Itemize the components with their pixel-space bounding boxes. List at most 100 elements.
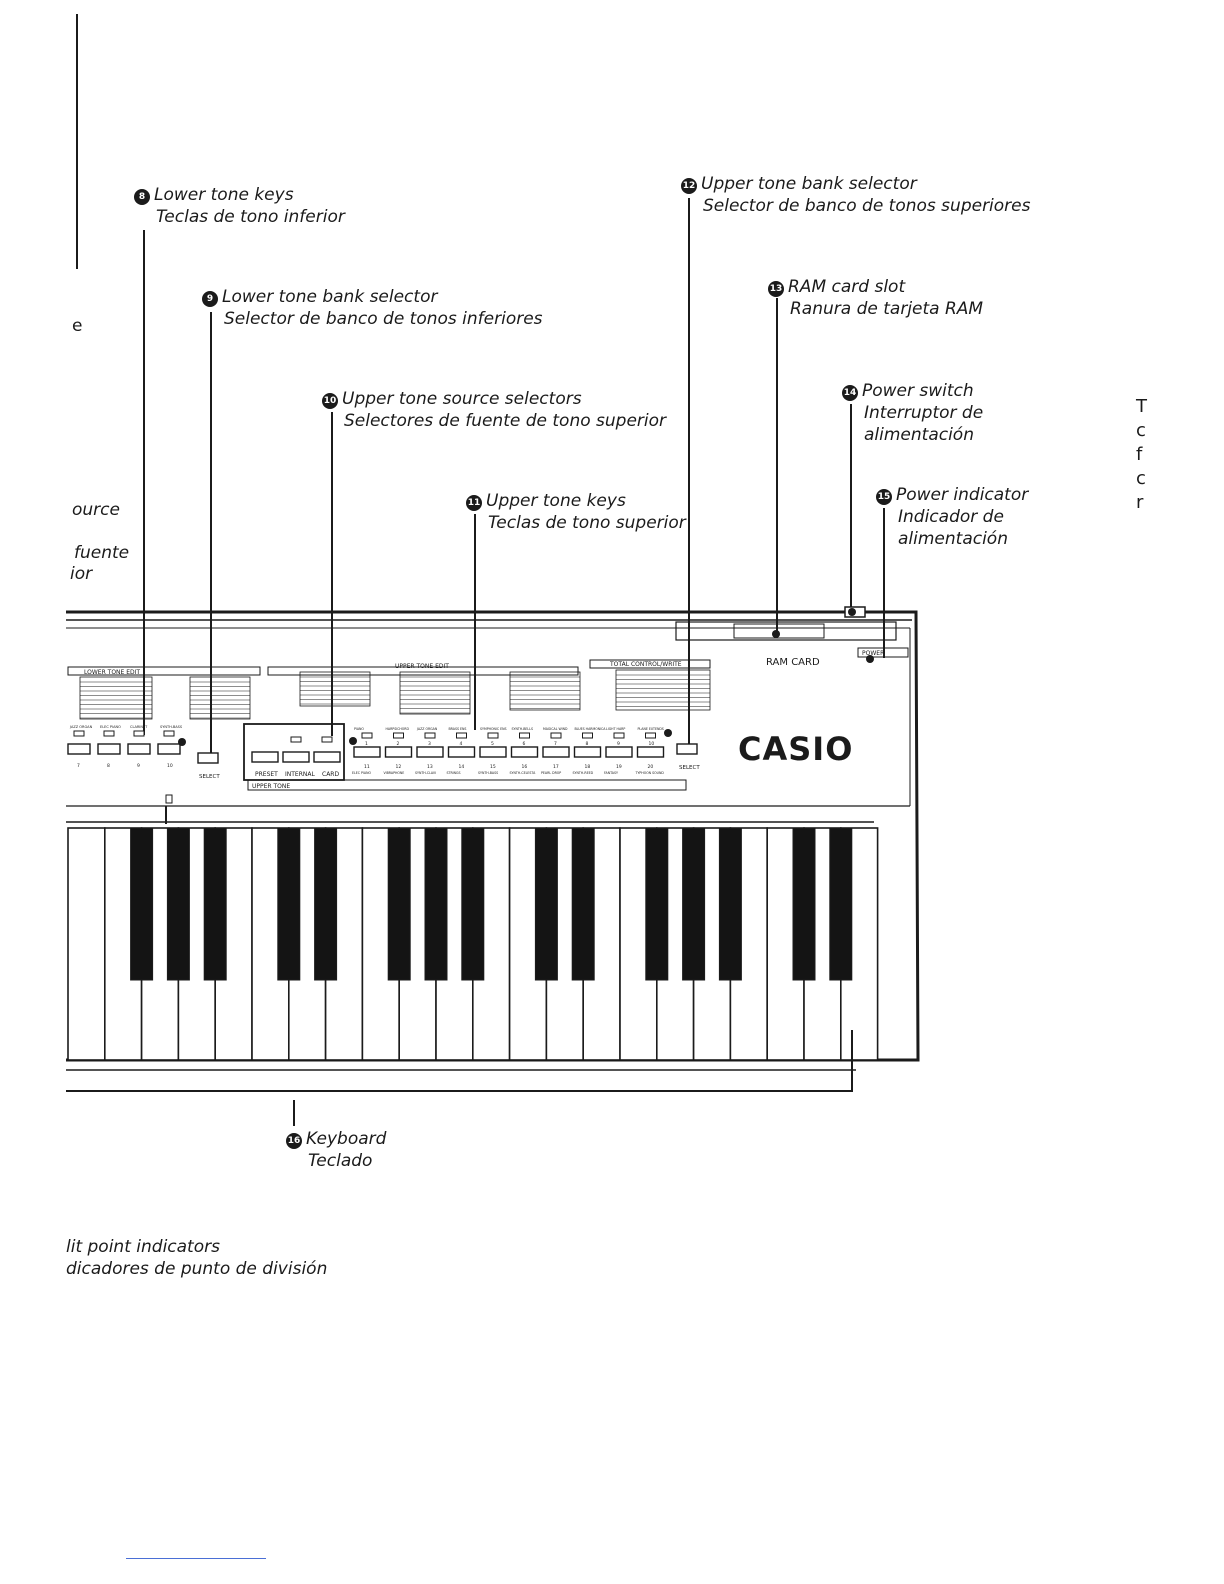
upper-tone-button[interactable] [510, 746, 539, 758]
white-key[interactable] [398, 827, 437, 1061]
black-key[interactable] [203, 827, 227, 981]
preset-button[interactable] [251, 751, 279, 763]
white-key[interactable] [361, 827, 400, 1061]
upper-tone-number: 14 [459, 764, 465, 770]
white-key[interactable] [729, 827, 769, 1061]
keyboard-keys [67, 827, 879, 1061]
black-key[interactable] [534, 827, 558, 981]
left-fragment-ior: ior [70, 564, 93, 584]
white-key[interactable] [545, 827, 585, 1061]
upper-tone-button[interactable] [416, 746, 444, 758]
preset-label: PRESET [255, 771, 278, 778]
upper-tone-button[interactable] [605, 746, 633, 758]
upper-tone-edit-table [299, 669, 711, 715]
white-key[interactable] [140, 827, 180, 1061]
callout-label-en: Lower tone bank selector [222, 287, 438, 307]
black-key[interactable] [277, 827, 301, 981]
black-key[interactable] [314, 827, 338, 981]
white-key[interactable] [324, 827, 364, 1061]
black-key[interactable] [461, 827, 485, 981]
upper-bank-indicator-dot [349, 737, 357, 745]
upper-tone-button[interactable] [573, 746, 602, 758]
white-key[interactable] [508, 827, 548, 1061]
callout-label-en: Upper tone keys [486, 491, 626, 511]
white-key[interactable] [104, 827, 143, 1061]
black-key[interactable] [682, 827, 706, 981]
white-key[interactable] [619, 827, 658, 1061]
lower-select-button [197, 752, 219, 764]
upper-tone-number: 5 [491, 741, 494, 747]
leader-lower-tone-keys [143, 230, 145, 735]
lower-bank-indicator-dot [178, 738, 186, 746]
callout-number-badge: 13 [768, 281, 784, 297]
white-key[interactable] [177, 827, 216, 1061]
callout-label-es: Selector de banco de tonos superiores [703, 196, 1031, 216]
white-key[interactable] [692, 827, 732, 1061]
white-key[interactable] [766, 827, 805, 1061]
white-key[interactable] [287, 827, 327, 1061]
lower-tone-number: 8 [107, 763, 110, 769]
power-indicator-dot [866, 655, 874, 663]
lower-tone-button[interactable] [97, 743, 121, 755]
ram-card-label: RAM CARD [766, 657, 820, 668]
upper-tone-led [613, 732, 625, 739]
upper-tone-button[interactable] [353, 746, 381, 758]
upper-tone-button[interactable] [479, 746, 507, 758]
lower-tone-label: ELEC PIANO [100, 725, 121, 729]
leader-keyboard-vertical [851, 1030, 853, 1092]
white-key[interactable] [839, 827, 879, 1061]
upper-tone-number: 1 [365, 741, 368, 747]
white-key[interactable] [803, 827, 842, 1061]
upper-tone-number: 16 [522, 764, 528, 770]
card-button[interactable] [313, 751, 341, 763]
upper-tone-led [645, 732, 656, 739]
black-key[interactable] [792, 827, 816, 981]
black-key[interactable] [387, 827, 411, 981]
white-key[interactable] [251, 827, 290, 1061]
lower-tone-button[interactable] [127, 743, 151, 755]
black-key[interactable] [130, 827, 154, 981]
white-key[interactable] [582, 827, 621, 1061]
white-key[interactable] [471, 827, 511, 1061]
white-key[interactable] [435, 827, 474, 1061]
leader-upper-tone-source-selectors [331, 412, 333, 736]
split-point-label-en: lit point indicators [66, 1237, 220, 1257]
source-led [321, 736, 333, 743]
callout-label-en: Keyboard [306, 1129, 387, 1149]
lower-tone-number: 7 [77, 763, 80, 769]
callout-number-badge: 8 [134, 189, 150, 205]
black-key[interactable] [645, 827, 669, 981]
callout-label-en: Power indicator [896, 485, 1029, 505]
upper-tone-label: PEARL DROP [541, 771, 561, 775]
upper-select-button [676, 743, 698, 755]
black-key[interactable] [829, 827, 853, 981]
upper-tone-source-box [243, 723, 345, 781]
callout-label-es-1: Indicador de [898, 507, 1004, 527]
black-key[interactable] [718, 827, 742, 981]
black-key[interactable] [424, 827, 448, 981]
lower-tone-button[interactable] [67, 743, 91, 755]
upper-tone-button[interactable] [447, 746, 476, 758]
source-led [290, 736, 302, 743]
white-key[interactable] [67, 827, 106, 1061]
black-key[interactable] [571, 827, 595, 981]
upper-tone-label: SYNTH-REED [573, 771, 594, 775]
upper-tone-label: VIBRAPHONE [384, 771, 405, 775]
upper-tone-number: 7 [554, 741, 557, 747]
black-key[interactable] [166, 827, 190, 981]
lower-tone-button[interactable] [157, 743, 181, 755]
upper-tone-number: 3 [428, 741, 431, 747]
upper-tone-button[interactable] [636, 746, 665, 758]
upper-tone-button[interactable] [542, 746, 570, 758]
total-control-label: TOTAL CONTROL/WRITE [609, 661, 682, 668]
upper-tone-button[interactable] [384, 746, 413, 758]
power-switch [844, 606, 866, 618]
white-key[interactable] [655, 827, 695, 1061]
white-key[interactable] [214, 827, 253, 1061]
internal-button[interactable] [282, 751, 310, 763]
card-label: CARD [322, 771, 339, 778]
